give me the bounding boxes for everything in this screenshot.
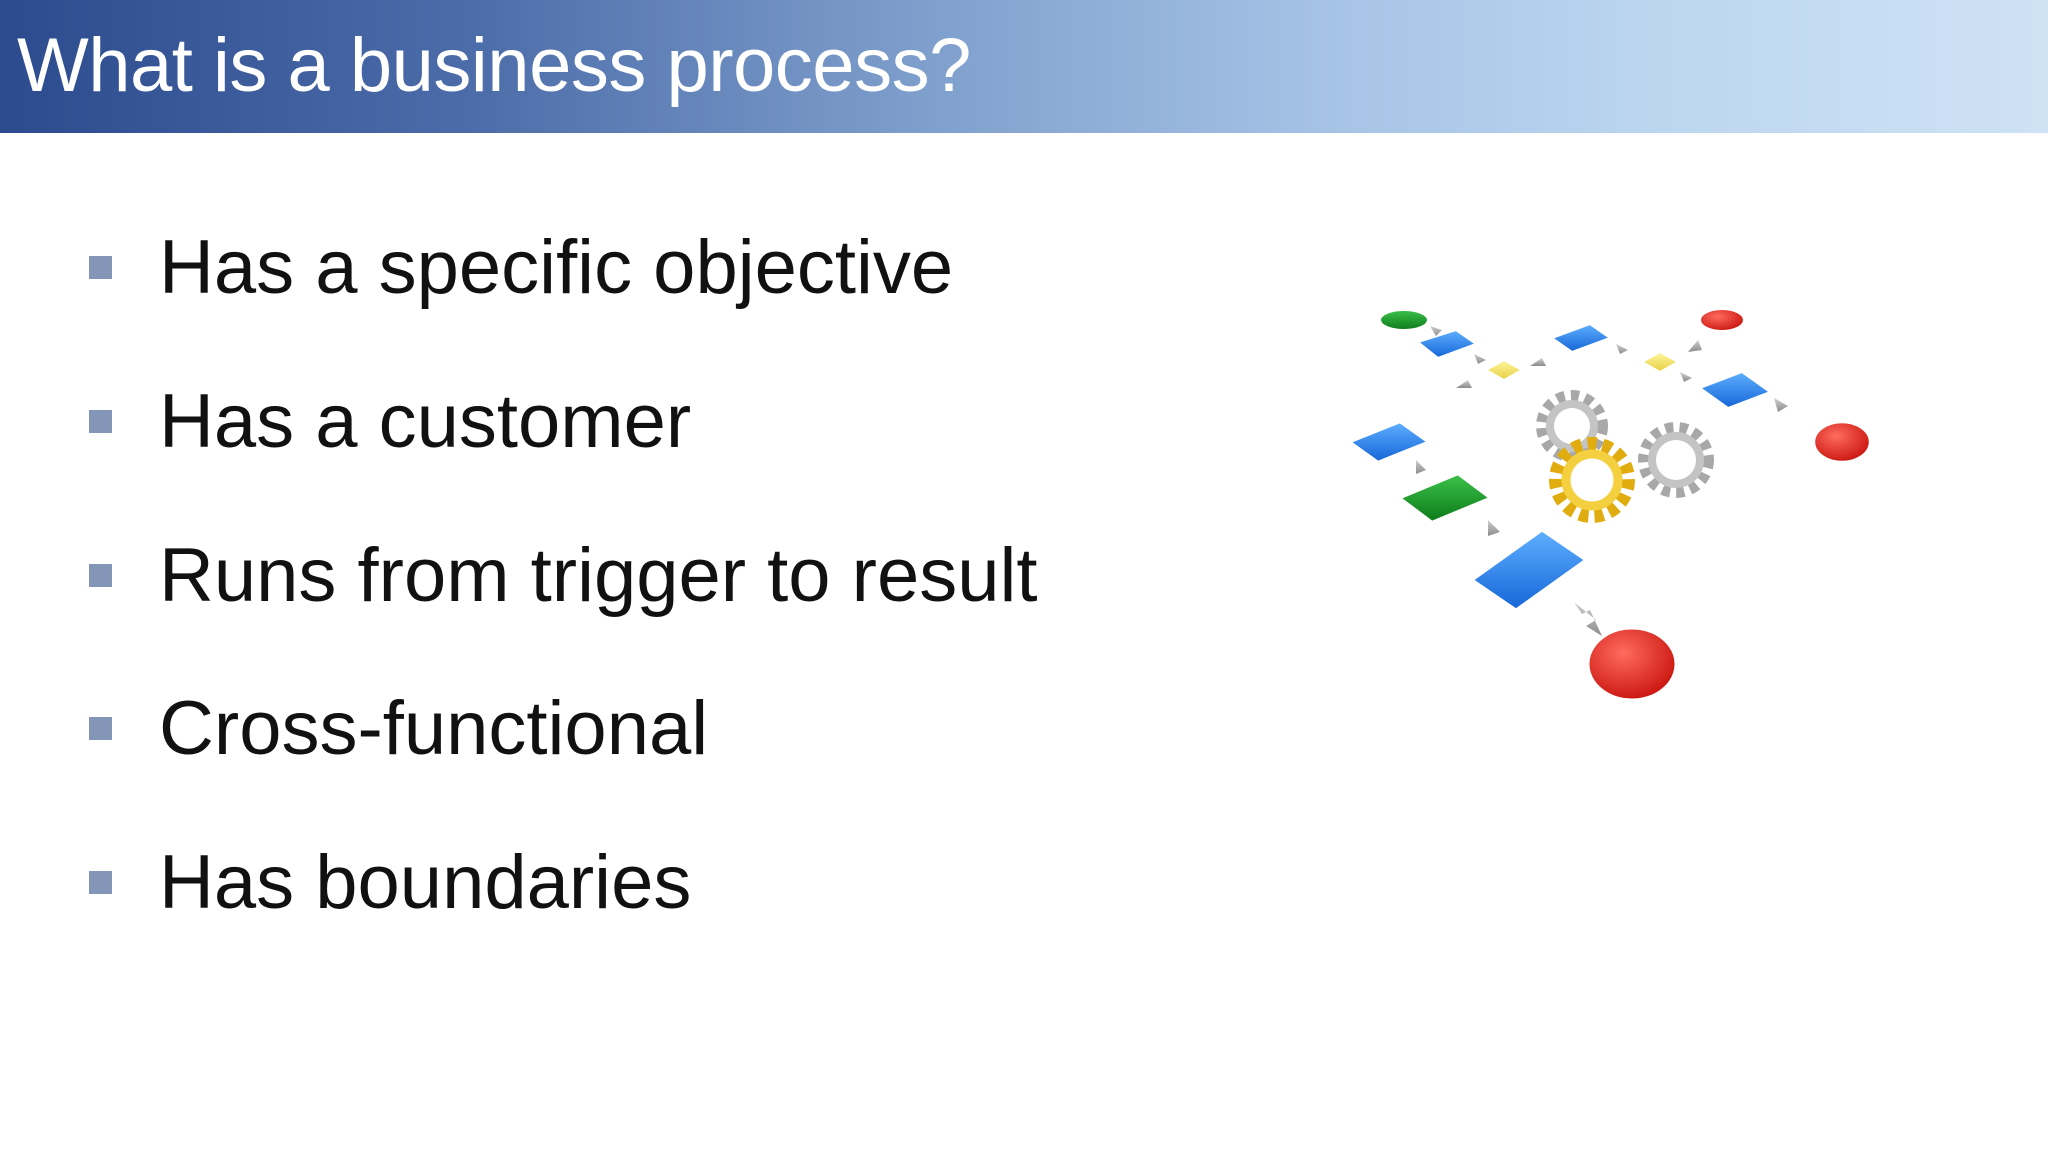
bullet-text: Has a customer bbox=[159, 379, 692, 464]
gear-icon bbox=[1536, 390, 1608, 462]
bullet-text: Has a specific objective bbox=[159, 225, 954, 310]
process-flowchart-image bbox=[1347, 308, 1872, 702]
bullet-marker-icon bbox=[89, 564, 112, 587]
decision-diamond-icon bbox=[1483, 350, 1681, 382]
bullet-item: Cross-functional bbox=[0, 679, 1250, 779]
process-box-icon bbox=[1415, 322, 1773, 410]
bullet-text: Cross-functional bbox=[159, 686, 709, 771]
start-node-icon bbox=[1379, 309, 1429, 331]
bullet-item: Has a specific objective bbox=[0, 218, 1250, 318]
process-box-icon bbox=[1469, 528, 1589, 612]
connector-arrow-icon bbox=[1416, 326, 1788, 536]
title-bar: What is a business process? bbox=[0, 0, 2048, 133]
bullet-marker-icon bbox=[89, 871, 112, 894]
end-node-icon bbox=[1812, 420, 1872, 464]
bullet-text: Has boundaries bbox=[159, 840, 692, 925]
connector-arrow-icon bbox=[1574, 602, 1602, 636]
end-node-icon bbox=[1699, 308, 1745, 332]
bullet-marker-icon bbox=[89, 256, 112, 279]
bullet-text: Runs from trigger to result bbox=[159, 533, 1038, 618]
bullet-marker-icon bbox=[89, 410, 112, 433]
bullet-list: Has a specific objective Has a customer … bbox=[0, 218, 1250, 933]
process-box-icon bbox=[1347, 420, 1431, 464]
gear-icon bbox=[1638, 422, 1714, 498]
bullet-item: Runs from trigger to result bbox=[0, 526, 1250, 626]
end-node-icon bbox=[1586, 626, 1678, 702]
bullet-item: Has boundaries bbox=[0, 833, 1250, 933]
bullet-marker-icon bbox=[89, 717, 112, 740]
process-box-icon bbox=[1397, 472, 1493, 524]
slide-title: What is a business process? bbox=[17, 23, 971, 108]
gear-icon bbox=[1549, 437, 1635, 523]
bullet-item: Has a customer bbox=[0, 372, 1250, 472]
